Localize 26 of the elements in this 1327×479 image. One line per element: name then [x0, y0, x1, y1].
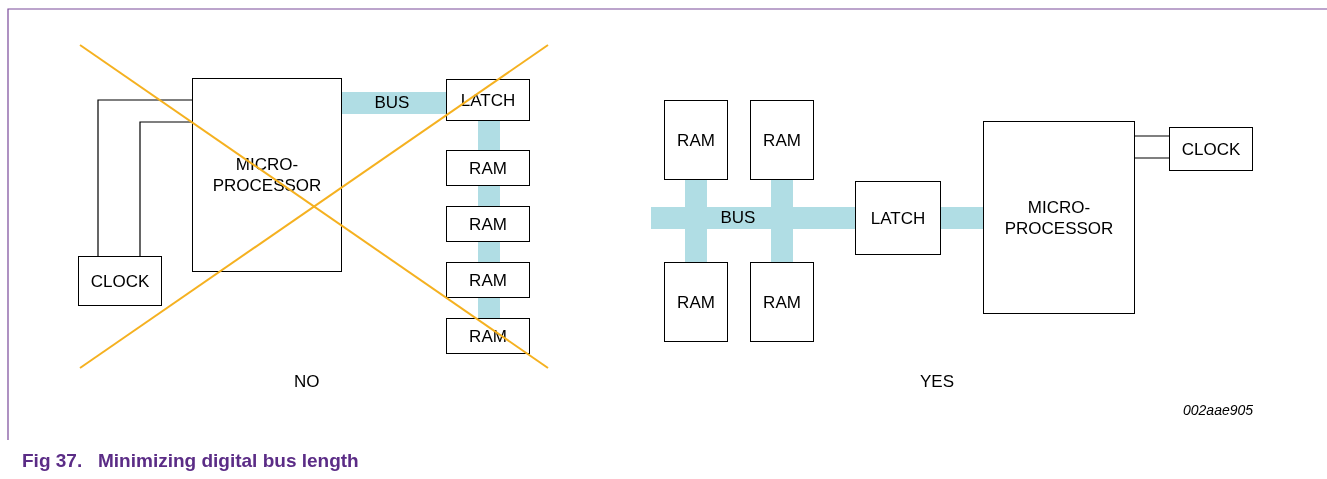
verdict-label: NO: [294, 372, 320, 392]
wire: [1134, 135, 1170, 137]
wire: [1134, 157, 1170, 159]
component-box: CLOCK: [1169, 127, 1253, 171]
component-box: CLOCK: [78, 256, 162, 306]
component-box: RAM: [750, 262, 814, 342]
component-box: RAM: [750, 100, 814, 180]
component-box: RAM: [664, 262, 728, 342]
bus-connector: [478, 298, 500, 318]
component-box: RAM: [446, 150, 530, 186]
wire: [139, 121, 193, 257]
bus-connector: [478, 186, 500, 206]
component-box: RAM: [446, 206, 530, 242]
bus-connector: [478, 242, 500, 262]
wire: [97, 99, 193, 257]
component-box: MICRO- PROCESSOR: [983, 121, 1135, 314]
component-box: RAM: [664, 100, 728, 180]
component-box: LATCH: [855, 181, 941, 255]
verdict-label: YES: [920, 372, 955, 392]
bus-connector: [342, 92, 446, 114]
figure-code: 002aae905: [1183, 402, 1254, 418]
bus-connector: [478, 121, 500, 150]
figure-caption: Fig 37. Minimizing digital bus length: [22, 450, 359, 472]
bus-connector: [941, 207, 983, 229]
component-box: RAM: [446, 262, 530, 298]
component-box: RAM: [446, 318, 530, 354]
